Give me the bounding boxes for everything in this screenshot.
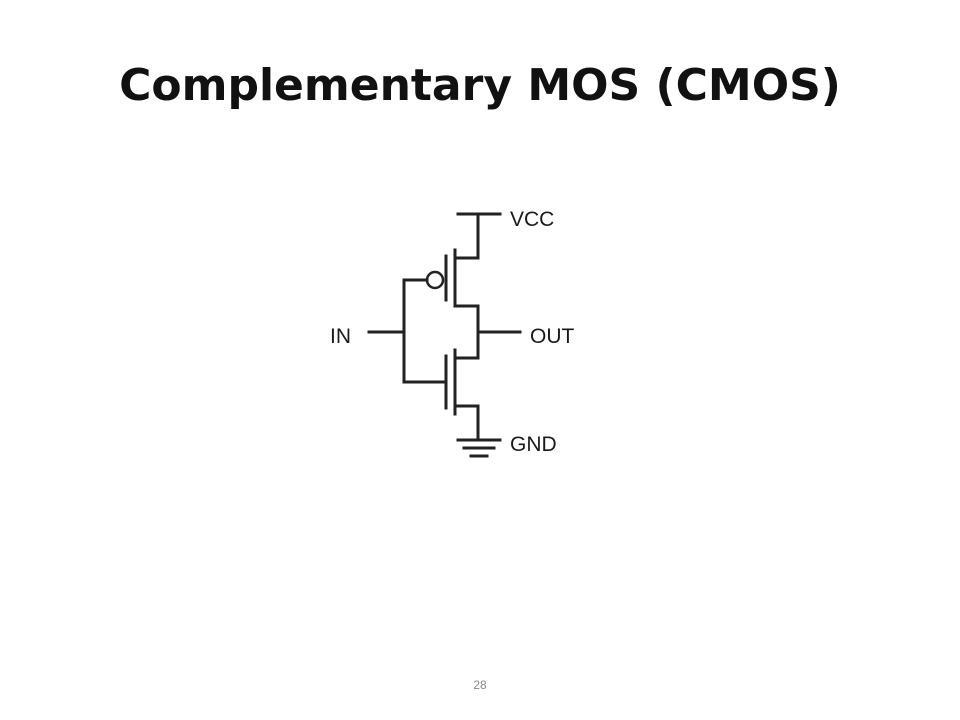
pmos-transistor: [425, 248, 457, 308]
gnd-label: GND: [510, 433, 557, 456]
page-number: 28: [473, 678, 487, 692]
out-label: OUT: [530, 325, 575, 348]
vcc-rail: [453, 212, 502, 260]
pmos-gate-bubble: [425, 270, 445, 290]
in-label: IN: [330, 325, 351, 348]
slide-title: Complementary MOS (CMOS): [119, 60, 841, 111]
output-wiring: [453, 304, 522, 360]
ground-symbol: [453, 404, 502, 458]
nmos-transistor: [444, 348, 457, 416]
input-wiring: [367, 278, 448, 384]
vcc-label: VCC: [510, 208, 554, 231]
